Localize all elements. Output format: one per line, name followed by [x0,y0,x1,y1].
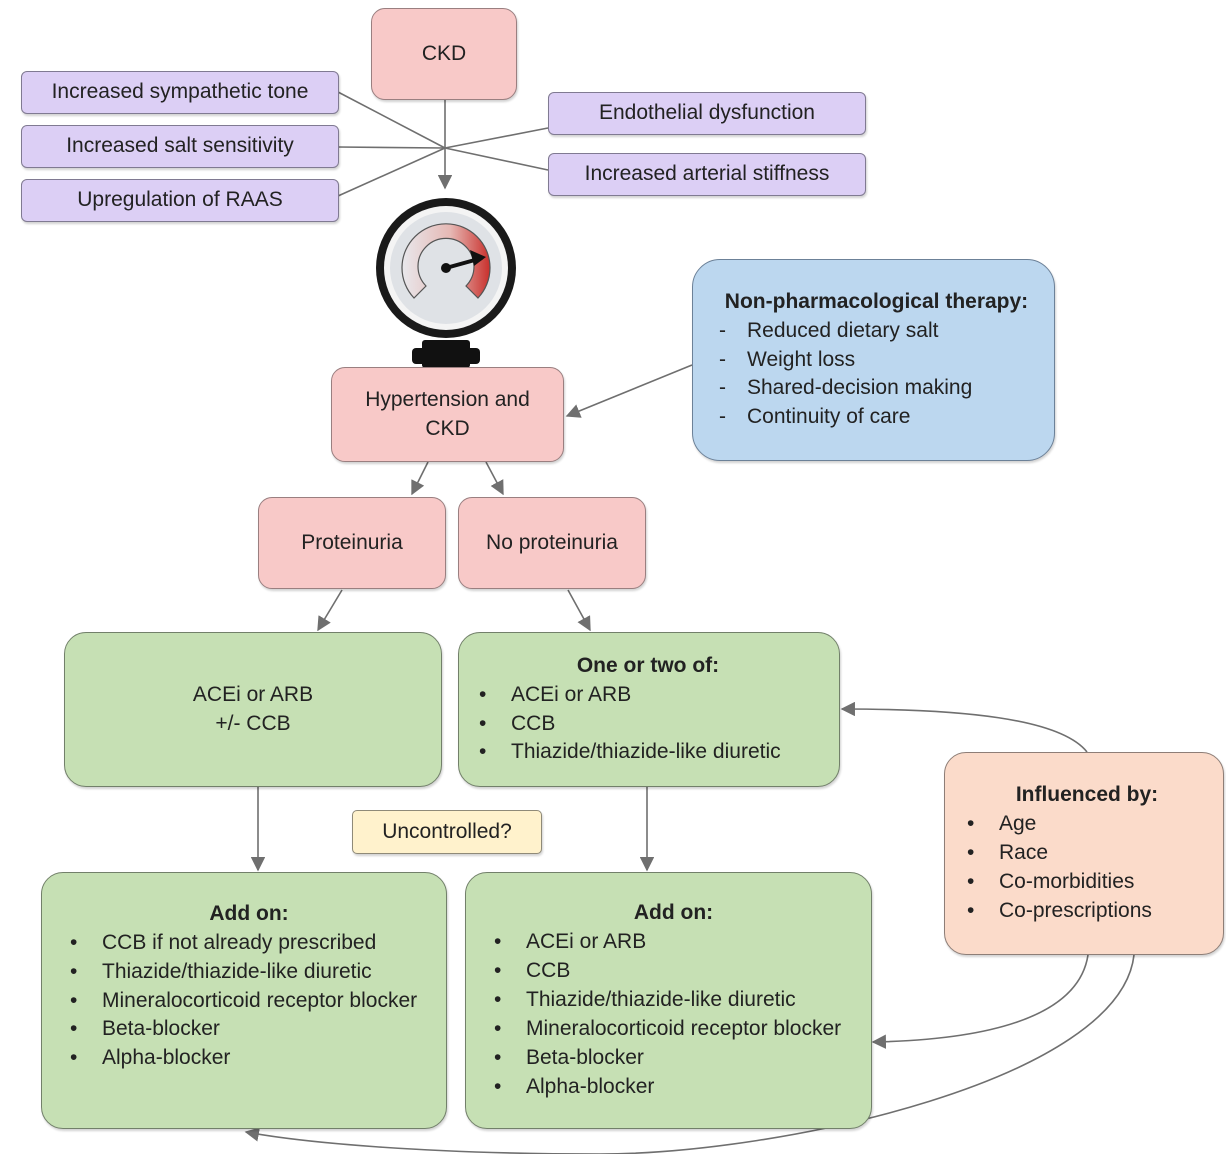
list-item: Continuity of care [717,403,1036,432]
non-pharm-heading: Non-pharmacological therapy: [724,289,1029,313]
uncontrolled-label: Uncontrolled? [382,819,512,843]
add-on-heading: Add on: [209,901,289,925]
non-pharmacological-therapy-box: Non-pharmacological therapy: Reduced die… [692,259,1055,461]
arrow-to-no-proteinuria [485,461,504,496]
arrow-influence-to-add-on-right [871,954,1089,1049]
hypertension-ckd-line2: CKD [425,416,470,440]
arrow-to-proteinuria [411,461,429,496]
list-item: Weight loss [717,346,1036,375]
ckd-label: CKD [421,41,467,65]
list-item: Age [961,810,1213,839]
list-item: Reduced dietary salt [717,317,1036,346]
proteinuria-treatment-box: ACEi or ARB +/- CCB [64,632,442,787]
treatment-line2: +/- CCB [215,711,291,735]
factor-line [444,147,549,171]
proteinuria-box: Proteinuria [258,497,446,589]
arrow-proteinuria-to-treatment [317,589,343,632]
list-item: ACEi or ARB [488,928,859,957]
list-item: ACEi or ARB [473,681,823,710]
add-on-list: ACEi or ARB CCB Thiazide/thiazide-like d… [488,928,859,1102]
list-item: Thiazide/thiazide-like diuretic [488,986,859,1015]
non-pharm-list: Reduced dietary salt Weight loss Shared-… [717,317,1036,433]
hypertension-ckd-box: Hypertension and CKD [331,367,564,462]
factor-label: Increased salt sensitivity [66,134,294,158]
list-item: CCB [473,710,823,739]
add-on-right-box: Add on: ACEi or ARB CCB Thiazide/thiazid… [465,872,872,1129]
list-item: Mineralocorticoid receptor blocker [64,987,434,1016]
list-item: Beta-blocker [64,1015,434,1044]
arrow-influence-to-treatment [840,701,1088,753]
uncontrolled-box: Uncontrolled? [352,810,542,854]
list-item: Alpha-blocker [64,1044,434,1073]
add-on-heading: Add on: [633,901,714,925]
hypertension-ckd-line1: Hypertension and [365,387,530,411]
list-item: Beta-blocker [488,1044,859,1073]
list-item: Alpha-blocker [488,1073,859,1102]
factor-label: Endothelial dysfunction [599,101,815,125]
proteinuria-label: Proteinuria [301,530,403,554]
treatment-heading: One or two of: [576,653,720,677]
influenced-by-box: Influenced by: Age Race Co-morbidities C… [944,752,1224,955]
blood-pressure-gauge-icon [376,198,516,368]
list-item: CCB [488,957,859,986]
no-proteinuria-box: No proteinuria [458,497,646,589]
factor-endothelial-dysfunction: Endothelial dysfunction [548,92,866,135]
arrow-no-proteinuria-to-treatment [567,589,591,632]
factor-arterial-stiffness: Increased arterial stiffness [548,153,866,196]
add-on-left-box: Add on: CCB if not already prescribed Th… [41,872,447,1129]
factor-salt-sensitivity: Increased salt sensitivity [21,125,339,168]
factor-line [337,91,446,149]
factor-label: Increased sympathetic tone [51,80,309,104]
add-on-list: CCB if not already prescribed Thiazide/t… [64,929,434,1074]
list-item: Race [961,839,1213,868]
list-item: Shared-decision making [717,374,1036,403]
factor-label: Upregulation of RAAS [77,188,283,212]
list-item: Thiazide/thiazide-like diuretic [64,958,434,987]
treatment-list: ACEi or ARB CCB Thiazide/thiazide-like d… [473,681,823,768]
treatment-line1: ACEi or ARB [192,682,314,706]
no-proteinuria-treatment-box: One or two of: ACEi or ARB CCB Thiazide/… [458,632,840,787]
list-item: Mineralocorticoid receptor blocker [488,1015,859,1044]
factor-sympathetic-tone: Increased sympathetic tone [21,71,339,114]
factor-line [337,146,446,149]
list-item: Co-morbidities [961,868,1213,897]
arrow-nonpharm-to-hypertension [565,364,693,418]
list-item: Thiazide/thiazide-like diuretic [473,738,823,767]
influenced-by-list: Age Race Co-morbidities Co-prescriptions [961,810,1213,926]
list-item: Co-prescriptions [961,897,1213,926]
factor-line [444,127,549,149]
factor-label: Increased arterial stiffness [584,162,830,186]
list-item: CCB if not already prescribed [64,929,434,958]
factor-raas-upregulation: Upregulation of RAAS [21,179,339,222]
no-proteinuria-label: No proteinuria [486,530,618,554]
ckd-box: CKD [371,8,517,100]
influenced-by-heading: Influenced by: [1015,783,1159,807]
